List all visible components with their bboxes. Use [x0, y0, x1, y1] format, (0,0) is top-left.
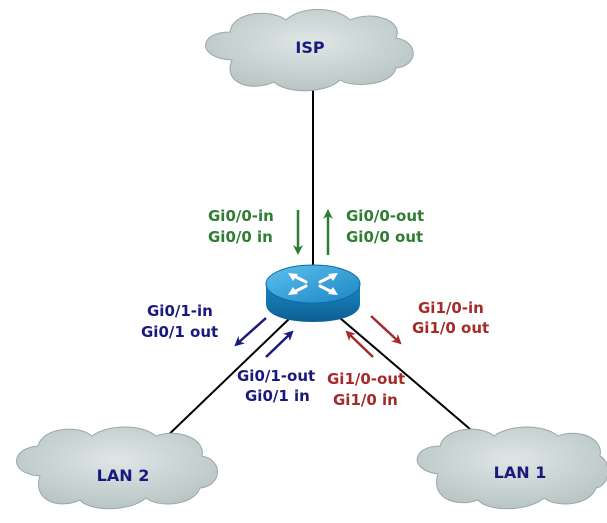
gi00-out-label: Gi0/0-out Gi0/0 out: [346, 207, 424, 246]
gi01-out-label-line1: Gi0/1-out: [237, 367, 315, 385]
gi00-label-line2: Gi0/0 in: [208, 228, 273, 246]
lan2-label: LAN 2: [97, 466, 150, 485]
gi01-label: Gi0/1-in Gi0/1 out: [141, 302, 218, 341]
isp-cloud: ISP: [205, 9, 414, 92]
gi10-out-label-line1: Gi1/0-out: [327, 370, 405, 388]
lan1-label: LAN 1: [494, 463, 547, 482]
gi10-out-label-line2: Gi1/0 in: [333, 391, 398, 409]
gi01-out-label: Gi0/1-out Gi0/1 in: [237, 367, 315, 405]
gi01-label-line1: Gi0/1-in: [147, 302, 213, 320]
lan1-cloud: LAN 1: [416, 426, 607, 510]
gi10-label: Gi1/0-in Gi1/0 out: [412, 299, 489, 337]
router-icon: [265, 264, 361, 322]
lan2-cloud: LAN 2: [16, 426, 218, 510]
gi01-label-line2: Gi0/1 out: [141, 323, 218, 341]
gi01-out-label-line2: Gi0/1 in: [245, 387, 310, 405]
isp-label: ISP: [295, 38, 324, 57]
gi00-out-label-line1: Gi0/0-out: [346, 207, 424, 225]
gi10-in-arrow: [370, 315, 402, 345]
gi00-out-label-line2: Gi0/0 out: [346, 228, 423, 246]
gi00-label: Gi0/0-in Gi0/0 in: [208, 207, 274, 246]
link-lan1: [339, 317, 485, 442]
gi01-in-arrow: [234, 317, 267, 347]
link-lan2: [159, 317, 291, 444]
gi10-label-line2: Gi1/0 out: [412, 319, 489, 337]
gi10-out-arrow: [345, 330, 374, 358]
gi10-out-label: Gi1/0-out Gi1/0 in: [327, 370, 405, 409]
gi10-label-line1: Gi1/0-in: [418, 299, 484, 317]
gi01-out-arrow: [265, 330, 294, 358]
gi00-label-line1: Gi0/0-in: [208, 207, 274, 225]
